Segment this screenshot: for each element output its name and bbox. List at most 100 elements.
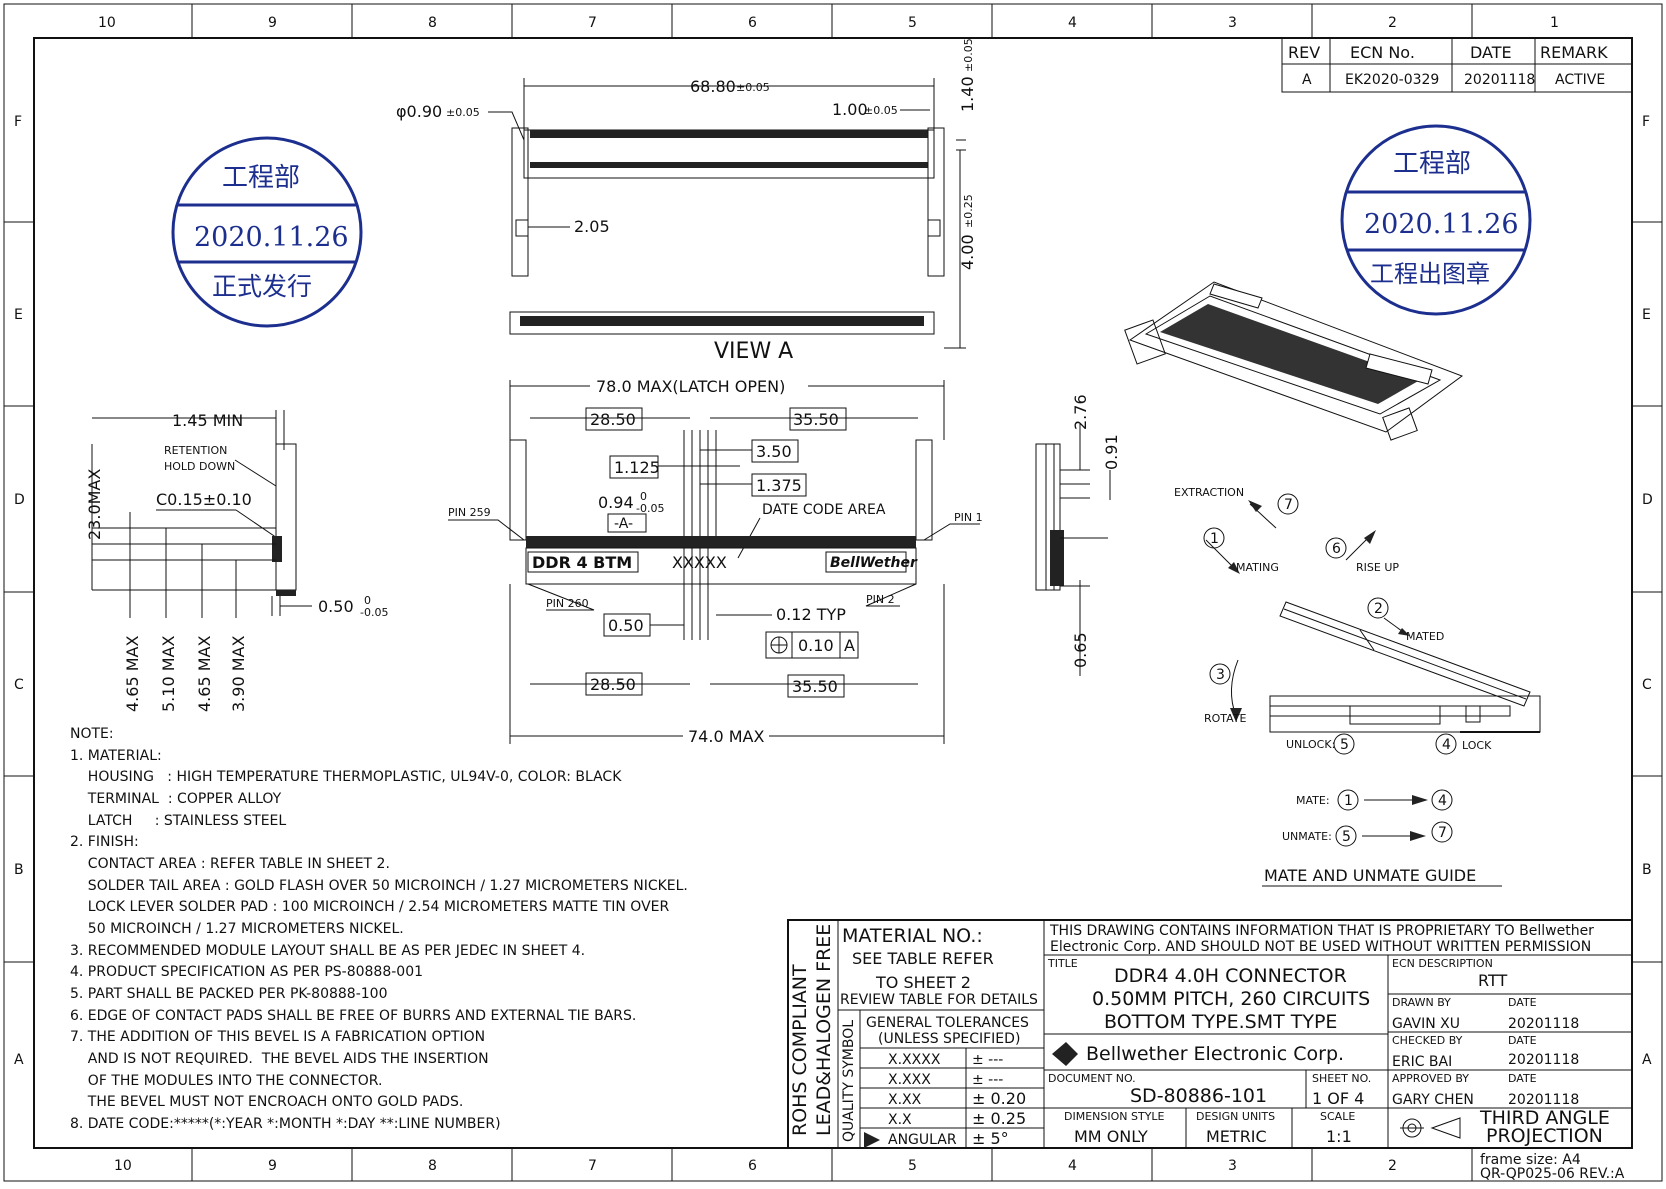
- stamp-date: 2020.11.26: [1364, 209, 1519, 240]
- rev-header: REV: [1288, 43, 1320, 62]
- col-label: 2: [1388, 15, 1397, 31]
- gdt-tolerance: 0.10: [798, 636, 834, 655]
- col-label: 8: [428, 1158, 437, 1174]
- row-label: C: [14, 677, 24, 693]
- dim-tol: ±0.05: [736, 81, 770, 94]
- col-label: 4: [1068, 15, 1077, 31]
- dim-23-max: 23.0MAX: [85, 469, 104, 540]
- tol-key: X.XXX: [888, 1072, 931, 1088]
- drawn-by: GAVIN XU: [1392, 1016, 1460, 1032]
- ecn-desc-value: RTT: [1478, 971, 1507, 990]
- dim-0-12-typ: 0.12 TYP: [776, 605, 846, 624]
- checked-caption: CHECKED BY: [1392, 1034, 1463, 1047]
- dim-style-caption: DIMENSION STYLE: [1064, 1110, 1165, 1123]
- remark-value: ACTIVE: [1555, 72, 1605, 88]
- ecn-desc-caption: ECN DESCRIPTION: [1392, 957, 1493, 970]
- stamp-left: 工程部 2020.11.26 正式发行: [171, 136, 363, 328]
- remark-header: REMARK: [1540, 43, 1608, 62]
- form-number: QR-QP025-06 REV.:A: [1480, 1166, 1625, 1182]
- dim-5-10-max: 5.10 MAX: [159, 636, 178, 712]
- note-line: LATCH : STAINLESS STEEL: [70, 813, 286, 829]
- note-line: NOTE:: [70, 726, 114, 742]
- note-line: 7. THE ADDITION OF THIS BEVEL IS A FABRI…: [70, 1029, 485, 1045]
- checked-by: ERIC BAI: [1392, 1054, 1452, 1070]
- stamp-right: 工程部 2020.11.26 工程出图章: [1340, 124, 1532, 316]
- tol-key: ANGULAR: [888, 1132, 957, 1148]
- col-label: 10: [98, 15, 116, 31]
- col-label: 6: [748, 15, 757, 31]
- mate-guide: EXTRACTION 7 1 MATING 6 RISE UP 2 MATED …: [1174, 486, 1541, 887]
- step-7: 7: [1438, 825, 1447, 841]
- ddr4-btm-marking: DDR 4 BTM: [532, 553, 632, 572]
- review-label: REVIEW TABLE FOR DETAILS: [840, 992, 1038, 1008]
- lead-free-label: LEAD&HALOGEN FREE: [813, 924, 835, 1136]
- step-1: 1: [1210, 531, 1219, 547]
- revision-table: REV ECN No. DATE REMARK A EK2020-0329 20…: [1281, 37, 1633, 93]
- tol-value: ± 5°: [972, 1129, 1009, 1148]
- material-no-label: MATERIAL NO.:: [842, 925, 983, 947]
- dim-tol: ±0.05: [446, 106, 480, 119]
- rotate-label: ROTATE: [1204, 712, 1247, 725]
- proprietary-line-2: Electronic Corp. AND SHOULD NOT BE USED …: [1050, 939, 1591, 955]
- mate-guide-title: MATE AND UNMATE GUIDE: [1264, 866, 1476, 885]
- projection-label: PROJECTION: [1486, 1125, 1603, 1147]
- tol-value: ± ---: [972, 1052, 1003, 1068]
- dim-0-94: 0.94: [598, 493, 634, 512]
- note-line: 6. EDGE OF CONTACT PADS SHALL BE FREE OF…: [70, 1008, 636, 1024]
- dim-28-50-bottom: 28.50: [590, 675, 636, 694]
- chamfer-label: C0.15±0.10: [156, 490, 252, 509]
- zone-labels: 10 9 8 7 6 5 4 3 2 1 10 9 8 7 6 5 4 3 2 …: [14, 15, 1653, 1174]
- col-label: 5: [908, 1158, 917, 1174]
- title-block: ROHS COMPLIANT LEAD&HALOGEN FREE QUALITY…: [787, 919, 1633, 1182]
- top-view: 68.80 ±0.05 1.00 ±0.05 φ0.90 ±0.05 2.05 …: [396, 38, 977, 364]
- dim-1-40: 1.40: [958, 76, 977, 112]
- dim-1-45-min: 1.45 MIN: [172, 411, 243, 430]
- date-caption: DATE: [1508, 996, 1537, 1009]
- dim-0-50-side: 0.50: [318, 597, 354, 616]
- dim-4-00: 4.00: [958, 234, 977, 270]
- dim-74-max: 74.0 MAX: [688, 727, 764, 746]
- note-line: 1. MATERIAL:: [70, 748, 162, 764]
- units-caption: DESIGN UNITS: [1196, 1110, 1275, 1123]
- ecn-value: EK2020-0329: [1345, 72, 1439, 88]
- pin-260: PIN 260: [546, 597, 589, 610]
- col-label: 5: [908, 15, 917, 31]
- front-view: 78.0 MAX(LATCH OPEN) 28.50 35.50 1.125 3…: [448, 375, 983, 746]
- company-logo: [1052, 1042, 1078, 1066]
- dim-68-80: 68.80: [690, 77, 736, 96]
- approved-caption: APPROVED BY: [1392, 1072, 1469, 1085]
- dim-tol: ±0.25: [962, 194, 975, 228]
- dim-4-65-max: 4.65 MAX: [123, 636, 142, 712]
- dim-1-125: 1.125: [614, 458, 660, 477]
- row-label: E: [14, 307, 23, 323]
- to-sheet-label: TO SHEET 2: [875, 973, 971, 992]
- gdt-datum: A: [844, 636, 855, 655]
- note-line: HOUSING : HIGH TEMPERATURE THERMOPLASTIC…: [70, 769, 622, 785]
- note-line: TERMINAL : COPPER ALLOY: [70, 791, 282, 807]
- tol-key: X.X: [888, 1112, 912, 1128]
- date-value: 20201118: [1464, 72, 1535, 88]
- document-number: SD-80886-101: [1130, 1085, 1267, 1107]
- dim-3-50: 3.50: [756, 442, 792, 461]
- brand-marking: BellWether: [830, 555, 918, 571]
- tol-value: ± ---: [972, 1072, 1003, 1088]
- date-caption: DATE: [1508, 1072, 1537, 1085]
- isometric-view: [1124, 281, 1464, 441]
- tol-value: ± 0.20: [972, 1089, 1026, 1108]
- dim-35-50-bottom: 35.50: [792, 677, 838, 696]
- step-5: 5: [1340, 737, 1349, 753]
- step-1: 1: [1344, 793, 1353, 809]
- extraction-label: EXTRACTION: [1174, 486, 1244, 499]
- dim-style-value: MM ONLY: [1074, 1127, 1148, 1146]
- title-line-3: BOTTOM TYPE.SMT TYPE: [1104, 1011, 1337, 1033]
- dim-1-00: 1.00: [832, 100, 868, 119]
- row-label: F: [1642, 114, 1650, 130]
- pin-259: PIN 259: [448, 506, 491, 519]
- note-line: AND IS NOT REQUIRED. THE BEVEL AIDS THE …: [70, 1051, 489, 1067]
- row-label: F: [14, 114, 22, 130]
- units-value: METRIC: [1206, 1127, 1267, 1146]
- note-line: 2. FINISH:: [70, 834, 139, 850]
- col-label: 1: [1550, 15, 1559, 31]
- dim-phi: φ0.90: [396, 102, 442, 121]
- col-label: 4: [1068, 1158, 1077, 1174]
